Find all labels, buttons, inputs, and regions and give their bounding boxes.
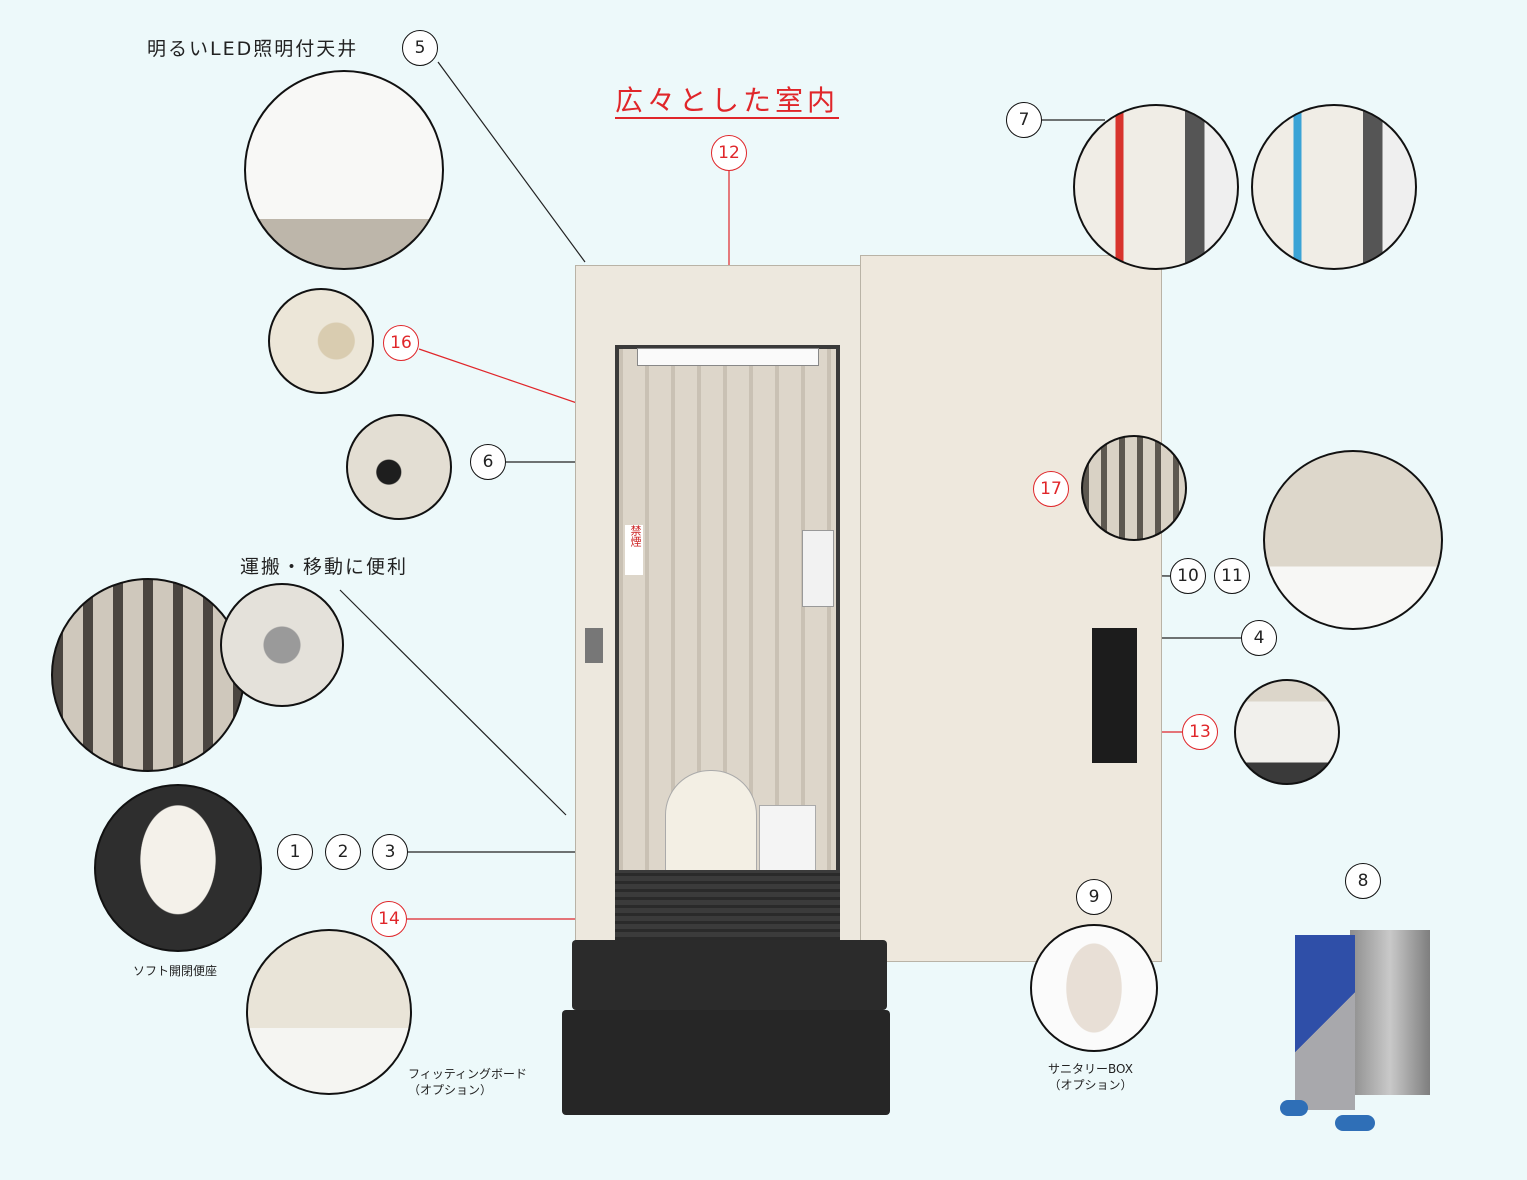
led-ceiling-detail [244,70,444,270]
sanitary-box-caption: サニタリーBOX （オプション） [1048,1061,1133,1093]
spacious-heading: 広々とした室内 [615,84,840,119]
callout-1: 1 [277,834,313,870]
callout-9: 9 [1076,879,1112,915]
callout-7: 7 [1006,102,1042,138]
callout-3: 3 [372,834,408,870]
callout-10: 10 [1170,558,1206,594]
callout-12: 12 [711,135,747,171]
callout-2: 2 [325,834,361,870]
fitting-board-label: フィッティングボード [408,1067,528,1081]
speaker-detail [1234,679,1340,785]
fitting-board-option-label: （オプション） [408,1083,493,1097]
callout-4: 4 [1241,620,1277,656]
step-upper [572,940,887,1010]
handle-detail-large [51,578,245,772]
partition-option-image [1280,920,1445,1135]
floor-mat [615,870,840,940]
no-smoking-sign: 禁煙 [625,525,643,575]
callout-8: 8 [1345,863,1381,899]
callout-17: 17 [1033,471,1069,507]
ceiling-led [637,348,819,366]
step-lower [562,1010,890,1115]
sanitary-box-option-label: （オプション） [1048,1078,1133,1092]
callout-13: 13 [1182,714,1218,750]
toilet-unit: 禁煙 [562,250,1162,1120]
sanitary-box-detail [1030,924,1158,1052]
leader-transport [339,589,567,816]
sink-detail [1263,450,1443,630]
soft-seat-detail [94,784,262,952]
shelf-detail [1081,435,1187,541]
door-vent [1092,628,1137,763]
callout-16: 16 [383,325,419,361]
sanitary-box-label: サニタリーBOX [1048,1062,1133,1076]
callout-14: 14 [371,901,407,937]
callout-5: 5 [402,30,438,66]
callout-11: 11 [1214,558,1250,594]
paper-dispenser [802,530,834,607]
knob-detail [268,288,374,394]
door-handle [585,628,603,663]
fitting-board-detail [246,929,412,1095]
door-sign-blue-detail [1251,104,1417,270]
led-ceiling-heading: 明るいLED照明付天井 [147,38,359,60]
callout-6: 6 [470,444,506,480]
hook-detail [346,414,452,520]
fitting-board-caption: フィッティングボード （オプション） [408,1066,527,1098]
door-sign-red-detail [1073,104,1239,270]
handle-detail-small [220,583,344,707]
soft-seat-caption: ソフト開閉便座 [133,964,218,978]
transport-heading: 運搬・移動に便利 [240,556,409,578]
leader-5 [437,61,586,263]
door [860,255,1162,962]
